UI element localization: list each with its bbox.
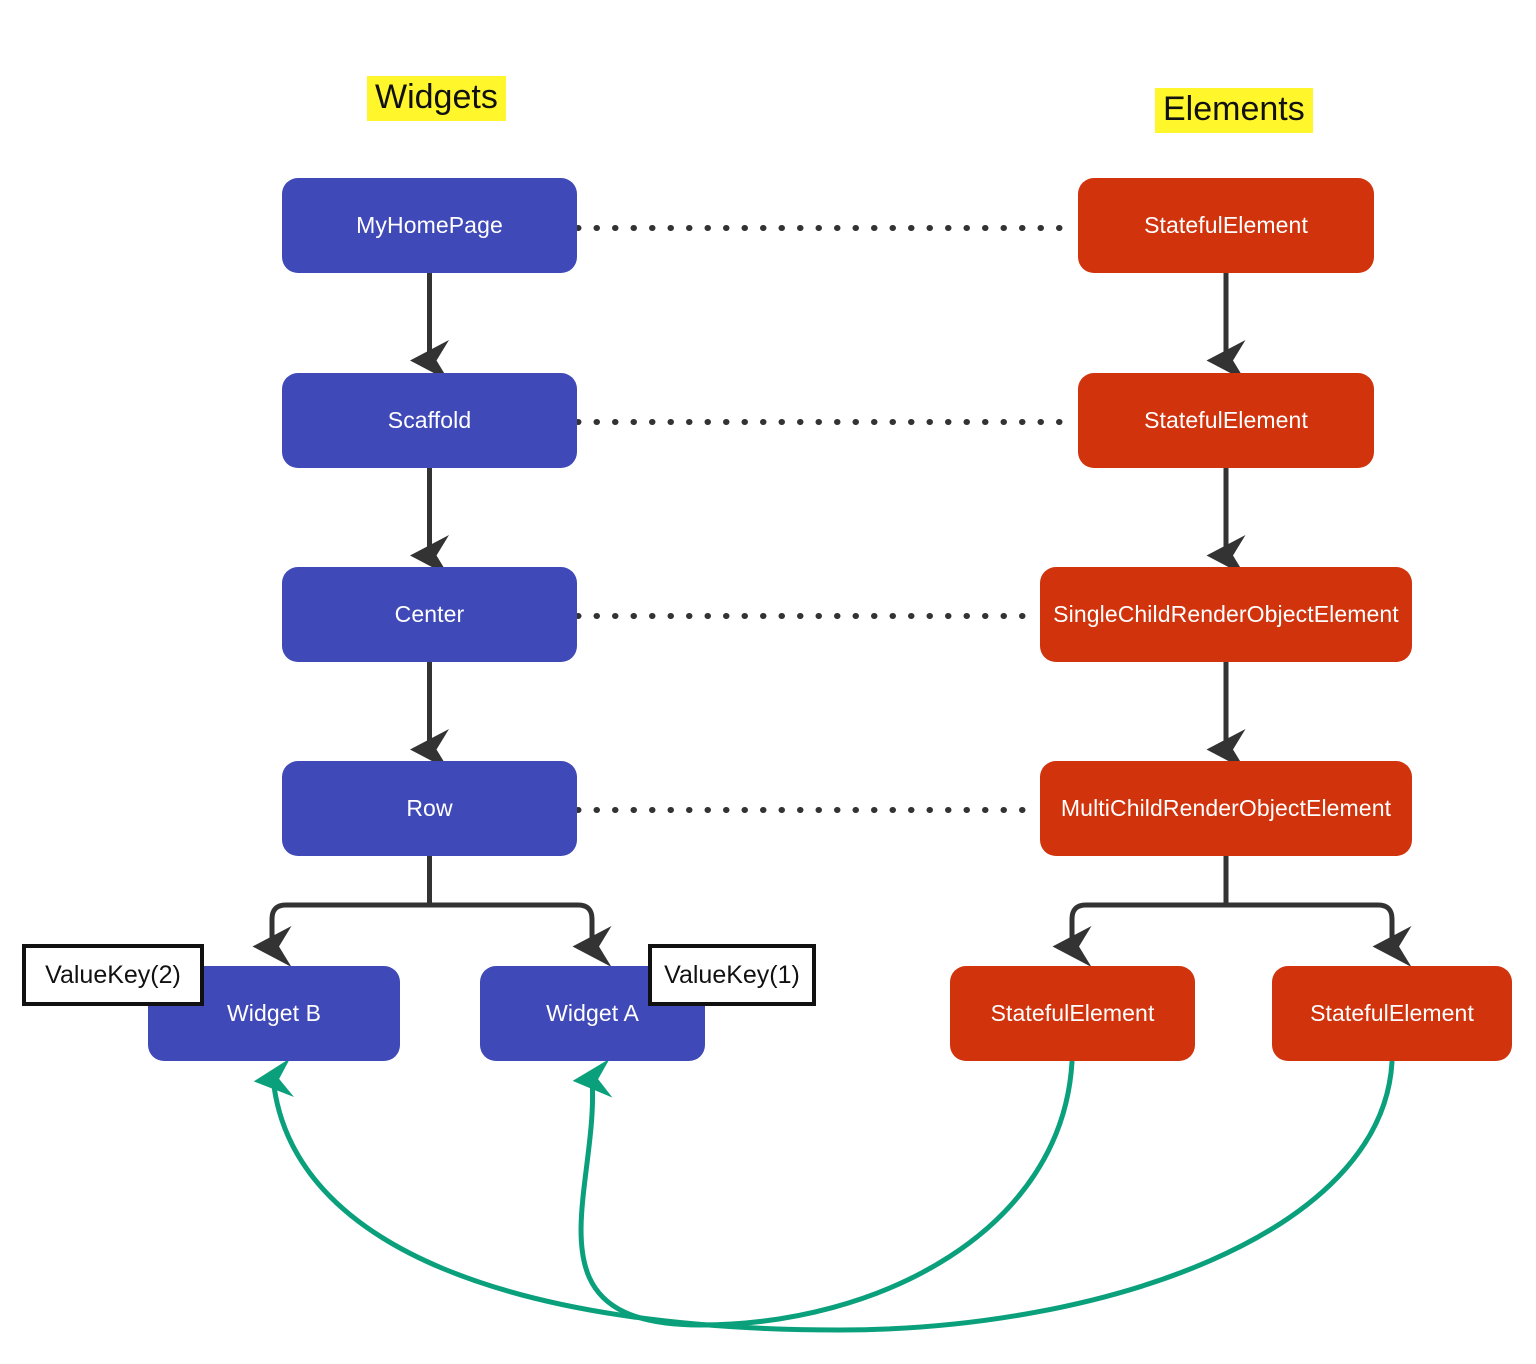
element-node-stateful-3[interactable]: StatefulElement: [950, 966, 1195, 1061]
element-node-multichild[interactable]: MultiChildRenderObjectElement: [1040, 761, 1412, 856]
element-node-stateful-4[interactable]: StatefulElement: [1272, 966, 1512, 1061]
link-stateful4-to-widgetb: [253, 1058, 1395, 1333]
dotted-correspondence-edges: [575, 225, 1080, 813]
edge-row-widgetb: [252, 902, 430, 968]
element-widget-link-curves: [253, 1058, 1395, 1333]
edge-row-widgeta: [429, 902, 612, 968]
edge-multi-stateful3: [1052, 902, 1226, 968]
value-key-1-label: ValueKey(1): [648, 944, 816, 1006]
widget-node-row[interactable]: Row: [282, 761, 577, 856]
widget-node-scaffold[interactable]: Scaffold: [282, 373, 577, 468]
value-key-2-label: ValueKey(2): [22, 944, 204, 1006]
widget-branch-edges: [252, 856, 612, 968]
widget-node-center[interactable]: Center: [282, 567, 577, 662]
widget-node-myhomepage[interactable]: MyHomePage: [282, 178, 577, 273]
column-title-widgets: Widgets: [367, 76, 506, 122]
element-node-stateful-2[interactable]: StatefulElement: [1078, 373, 1374, 468]
element-branch-edges: [1052, 856, 1412, 968]
element-node-stateful-1[interactable]: StatefulElement: [1078, 178, 1374, 273]
element-node-singlechild[interactable]: SingleChildRenderObjectElement: [1040, 567, 1412, 662]
edge-multi-stateful4: [1226, 902, 1412, 968]
link-stateful3-to-widgeta: [572, 1058, 1075, 1328]
column-title-elements: Elements: [1155, 88, 1313, 134]
